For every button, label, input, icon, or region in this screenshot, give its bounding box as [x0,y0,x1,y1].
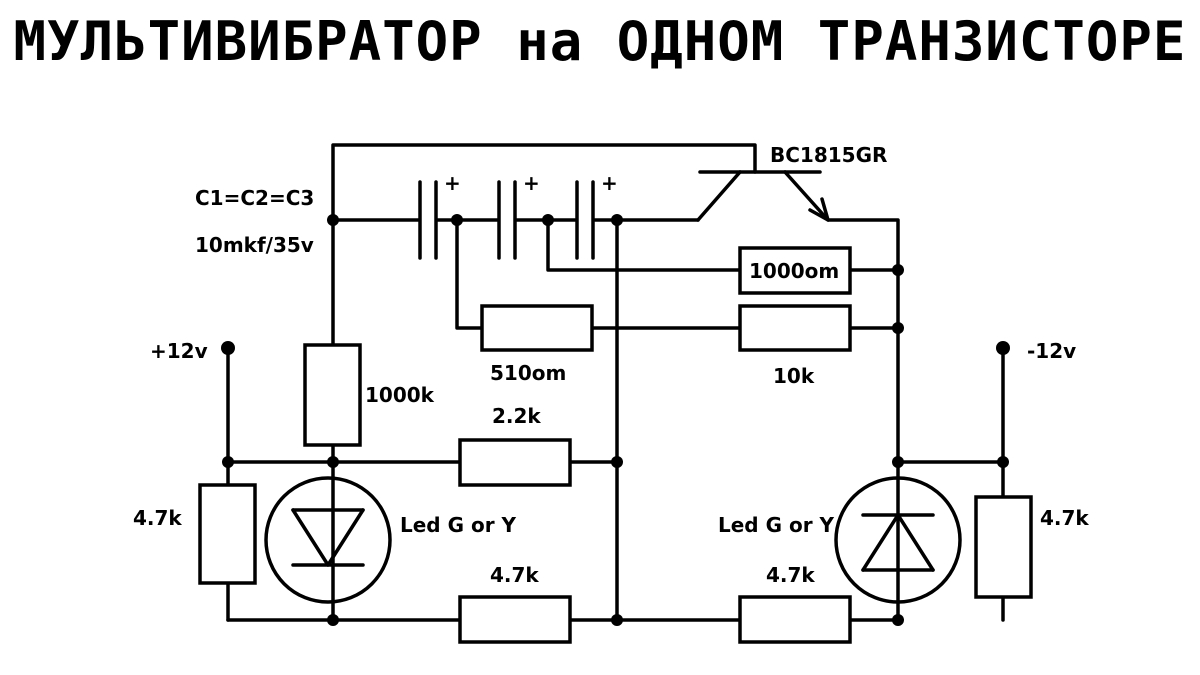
resistor-10k [738,304,852,352]
emitter-arrow-icon [808,197,830,222]
cap-plus-2: + [523,171,540,195]
resistor-4-7k-bottom-right [738,595,852,644]
diagram-title: МУЛЬТИВИБРАТОР на ОДНОМ ТРАНЗИСТОРЕ [13,10,1187,73]
transistor-label: BC1815GR [770,143,887,167]
wires [226,143,1005,622]
r-4-7k-bottom-right-label: 4.7k [766,563,815,587]
resistor-1000k [303,343,362,447]
r-510om-label: 510om [490,361,566,385]
supply-neg-label: -12v [1027,339,1076,363]
resistor-4-7k-right [974,495,1033,599]
cap-plus-3: + [601,171,618,195]
capacitors-label: C1=C2=C3 [195,186,314,210]
capacitor-c2 [497,180,517,260]
junction-dots [221,214,1010,626]
resistor-4-7k-bottom-left [458,595,572,644]
r-4-7k-right-label: 4.7k [1040,506,1089,530]
cap-plus-1: + [444,171,461,195]
r-2-2k-label: 2.2k [492,404,541,428]
led-left-label: Led G or Y [400,513,517,537]
resistor-510om [480,304,594,352]
r-1000k-label: 1000k [365,383,435,407]
r-4-7k-left-label: 4.7k [133,506,182,530]
r-10k-label: 10k [773,364,815,388]
capacitor-c1 [418,180,438,260]
led-right [834,476,962,604]
resistor-4-7k-left [198,483,257,585]
cap-value-label: 10mkf/35v [195,233,314,257]
r-1000om-label: 1000om [749,259,839,283]
led-left [264,476,392,604]
led-right-label: Led G or Y [718,513,835,537]
resistor-1000om [738,246,852,295]
capacitor-c3 [575,180,595,260]
supply-pos-label: +12v [150,339,208,363]
r-4-7k-bottom-left-label: 4.7k [490,563,539,587]
resistor-2-2k [458,438,572,487]
